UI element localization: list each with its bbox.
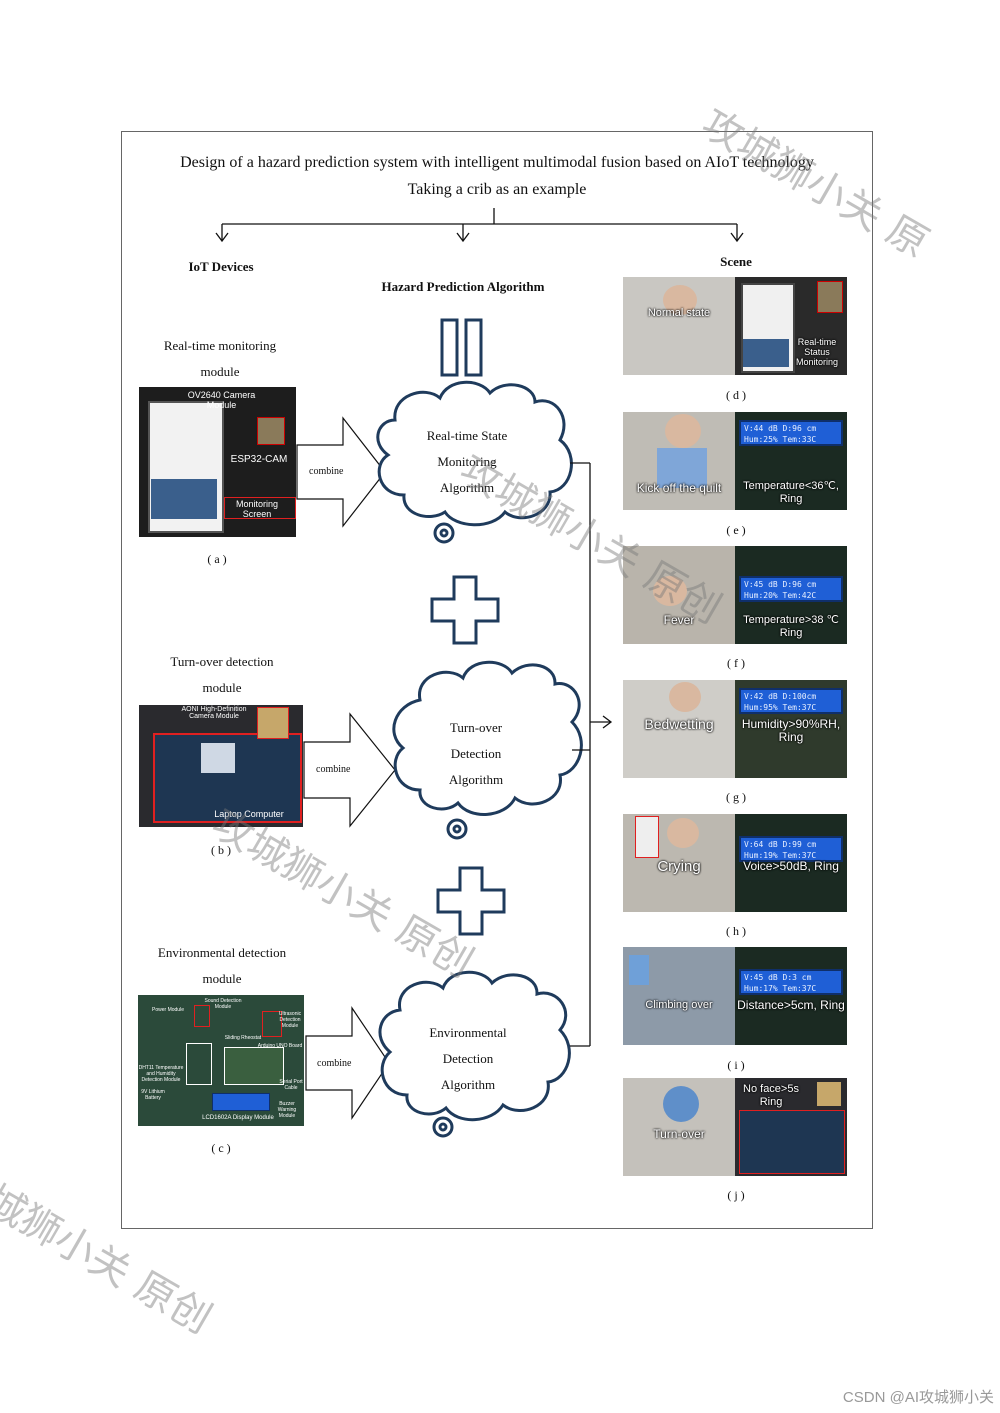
photo-label-ultrasonic: Ultrasonic Detection Module bbox=[278, 1011, 302, 1029]
scene-d-left-text: Normal state bbox=[647, 307, 711, 319]
diagram-frame bbox=[121, 131, 873, 1229]
caption-a: ( a ) bbox=[207, 552, 227, 566]
bracket-connector bbox=[570, 462, 613, 1047]
module-c-photo: Power Module Sound Detection Module Ultr… bbox=[138, 995, 304, 1126]
photo-label-sound: Sound Detection Module bbox=[204, 998, 242, 1010]
plus-icon-1 bbox=[430, 575, 500, 645]
scene-j: Turn-over No face>5s Ring bbox=[623, 1078, 847, 1176]
scene-j-right-text: No face>5s Ring bbox=[743, 1083, 799, 1108]
photo-label-buzzer: Buzzer Warning Module bbox=[277, 1101, 297, 1119]
caption-b: ( b ) bbox=[211, 843, 231, 857]
scene-h-left-text: Crying bbox=[657, 858, 701, 875]
photo-label-dht11: DHT11 Temperature and Humidity Detection… bbox=[138, 1065, 184, 1083]
diagram-title: Design of a hazard prediction system wit… bbox=[180, 154, 814, 171]
caption-f: ( f ) bbox=[727, 656, 745, 670]
photo-label-monitoring: Monitoring Screen bbox=[235, 499, 279, 519]
photo-label-camera: OV2640 Camera Module bbox=[187, 390, 256, 410]
combine-arrow-1 bbox=[296, 416, 386, 528]
photo-label-battery: 9V Lithium Battery bbox=[141, 1089, 165, 1101]
combine-label-3: combine bbox=[317, 1058, 352, 1069]
photo-label-serial: Serial Port Cable bbox=[279, 1079, 303, 1091]
combine-arrow-2 bbox=[303, 712, 396, 828]
dht11-box bbox=[186, 1043, 212, 1085]
header-algorithm: Hazard Prediction Algorithm bbox=[381, 279, 545, 294]
photo-label-lcd: LCD1602A Display Module bbox=[202, 1115, 274, 1121]
caption-h: ( h ) bbox=[726, 924, 746, 938]
combine-label-1: combine bbox=[309, 466, 344, 477]
combine-label-2: combine bbox=[316, 764, 351, 775]
caption-e: ( e ) bbox=[726, 523, 746, 537]
cloud-2 bbox=[392, 660, 583, 840]
cloud-3 bbox=[378, 970, 571, 1138]
photo-label-power: Power Module bbox=[152, 1007, 184, 1013]
scene-g-right-text: Humidity>90%RH, Ring bbox=[741, 717, 841, 744]
hd-camera-module bbox=[257, 707, 289, 739]
module-b-photo: AONI High-Definition Camera Module Lapto… bbox=[139, 705, 303, 827]
caption-c: ( c ) bbox=[211, 1141, 231, 1155]
red-box bbox=[224, 497, 296, 519]
module-a-photo: OV2640 Camera Module ESP32-CAM Monitorin… bbox=[139, 387, 296, 537]
lcd-box bbox=[212, 1093, 270, 1111]
photo-label-aoni: AONI High-Definition Camera Module bbox=[181, 706, 247, 720]
equals-bars-icon bbox=[440, 318, 483, 377]
caption-d: ( d ) bbox=[726, 388, 746, 402]
photo-label-rheostat: Sliding Rheostat bbox=[224, 1035, 262, 1041]
scene-g-left-text: Bedwetting bbox=[644, 716, 714, 732]
sound-box bbox=[194, 1005, 210, 1027]
scene-j-left-text: Turn-over bbox=[653, 1127, 705, 1141]
phone-video-feed bbox=[151, 479, 217, 519]
diagram-subtitle: Taking a crib as an example bbox=[407, 181, 587, 198]
combine-arrow-3 bbox=[305, 1006, 390, 1120]
camera-module bbox=[257, 417, 285, 445]
scene-e-left-text: Kick off the quilt bbox=[636, 481, 722, 495]
cloud-1 bbox=[376, 380, 573, 544]
scene-f-right-text: Temperature>38 ℃ Ring bbox=[743, 614, 839, 639]
title-tree-connector bbox=[215, 208, 744, 243]
scene-i-right-text: Distance>5cm, Ring bbox=[737, 998, 845, 1012]
scene-i-left-text: Climbing over bbox=[645, 999, 713, 1011]
source-credit: CSDN @AI攻城狮小关 bbox=[842, 1389, 994, 1406]
scene-d: Normal state Real-time Status Monitoring bbox=[623, 277, 847, 375]
scene-d-right-text: Real-time Status Monitoring bbox=[795, 337, 839, 367]
plus-icon-2 bbox=[436, 866, 506, 936]
arduino-box bbox=[224, 1047, 284, 1085]
photo-label-laptop: Laptop Computer bbox=[214, 809, 284, 819]
scene-e-right-text: Temperature<36℃, Ring bbox=[743, 480, 839, 505]
header-scene: Scene bbox=[720, 254, 752, 269]
scene-f-left-text: Fever bbox=[663, 613, 695, 627]
ultrasonic-box bbox=[262, 1011, 282, 1037]
header-iot-devices: IoT Devices bbox=[188, 259, 254, 274]
photo-label-esp32: ESP32-CAM bbox=[230, 454, 288, 465]
scene-h-right-text: Voice>50dB, Ring bbox=[743, 859, 839, 873]
caption-g: ( g ) bbox=[726, 790, 746, 804]
caption-j: ( j ) bbox=[727, 1188, 745, 1202]
laptop-video-window bbox=[201, 743, 235, 773]
photo-label-arduino: Arduino UNO Board bbox=[257, 1043, 303, 1049]
caption-i: ( i ) bbox=[727, 1058, 745, 1072]
